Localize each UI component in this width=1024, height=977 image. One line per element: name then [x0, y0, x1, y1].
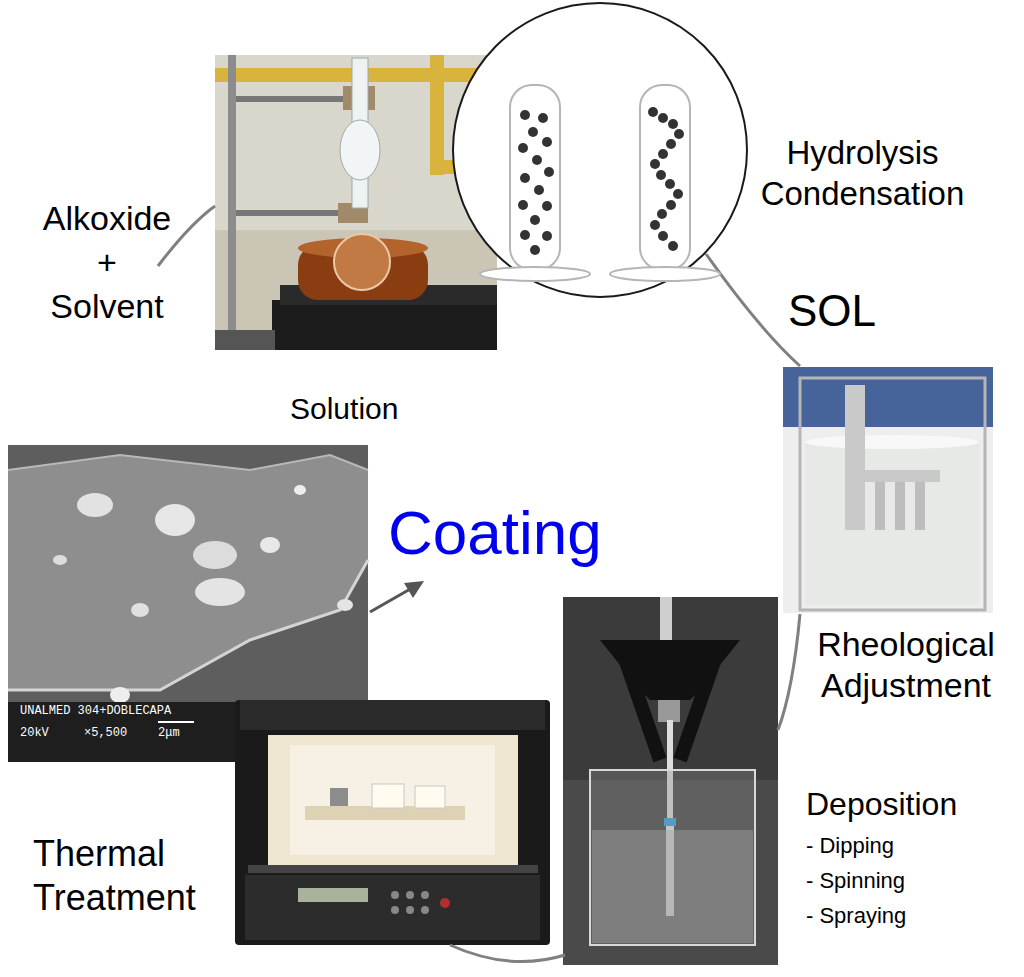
sem-info: 2μm — [158, 727, 180, 741]
process-curve — [158, 206, 800, 962]
method-item: - Spraying — [806, 903, 906, 928]
dip-coater-photo — [563, 597, 778, 965]
process-circle: Hydrolysis Condensation — [445, 0, 985, 305]
circle-border — [453, 3, 747, 297]
sol-beaker-photo — [783, 367, 993, 613]
stage-label: Deposition — [806, 786, 957, 823]
reflux-photo — [215, 55, 497, 350]
stage-label: Thermal Treatment — [33, 832, 233, 920]
stage-label: Solution — [290, 392, 398, 427]
stage-label: SOL — [788, 286, 876, 337]
arrow-head — [404, 581, 424, 598]
node-text: Hydrolysis Condensation — [750, 132, 975, 215]
method-item: - Spinning — [806, 868, 905, 893]
test-tubes — [480, 85, 720, 281]
sem-info: ×5,500 — [84, 727, 127, 741]
product-label: Coating — [388, 497, 602, 568]
input-label: Alkoxide + Solvent — [37, 196, 177, 329]
method-item: - Dipping — [806, 833, 894, 858]
sem-info: UNALMED 304+DOBLECAPA — [20, 705, 171, 719]
sem-info: 20kV — [20, 727, 49, 741]
furnace-photo — [235, 700, 550, 945]
stage-label: Rheological Adjustment — [796, 624, 1016, 706]
coating-arrow — [370, 588, 412, 612]
